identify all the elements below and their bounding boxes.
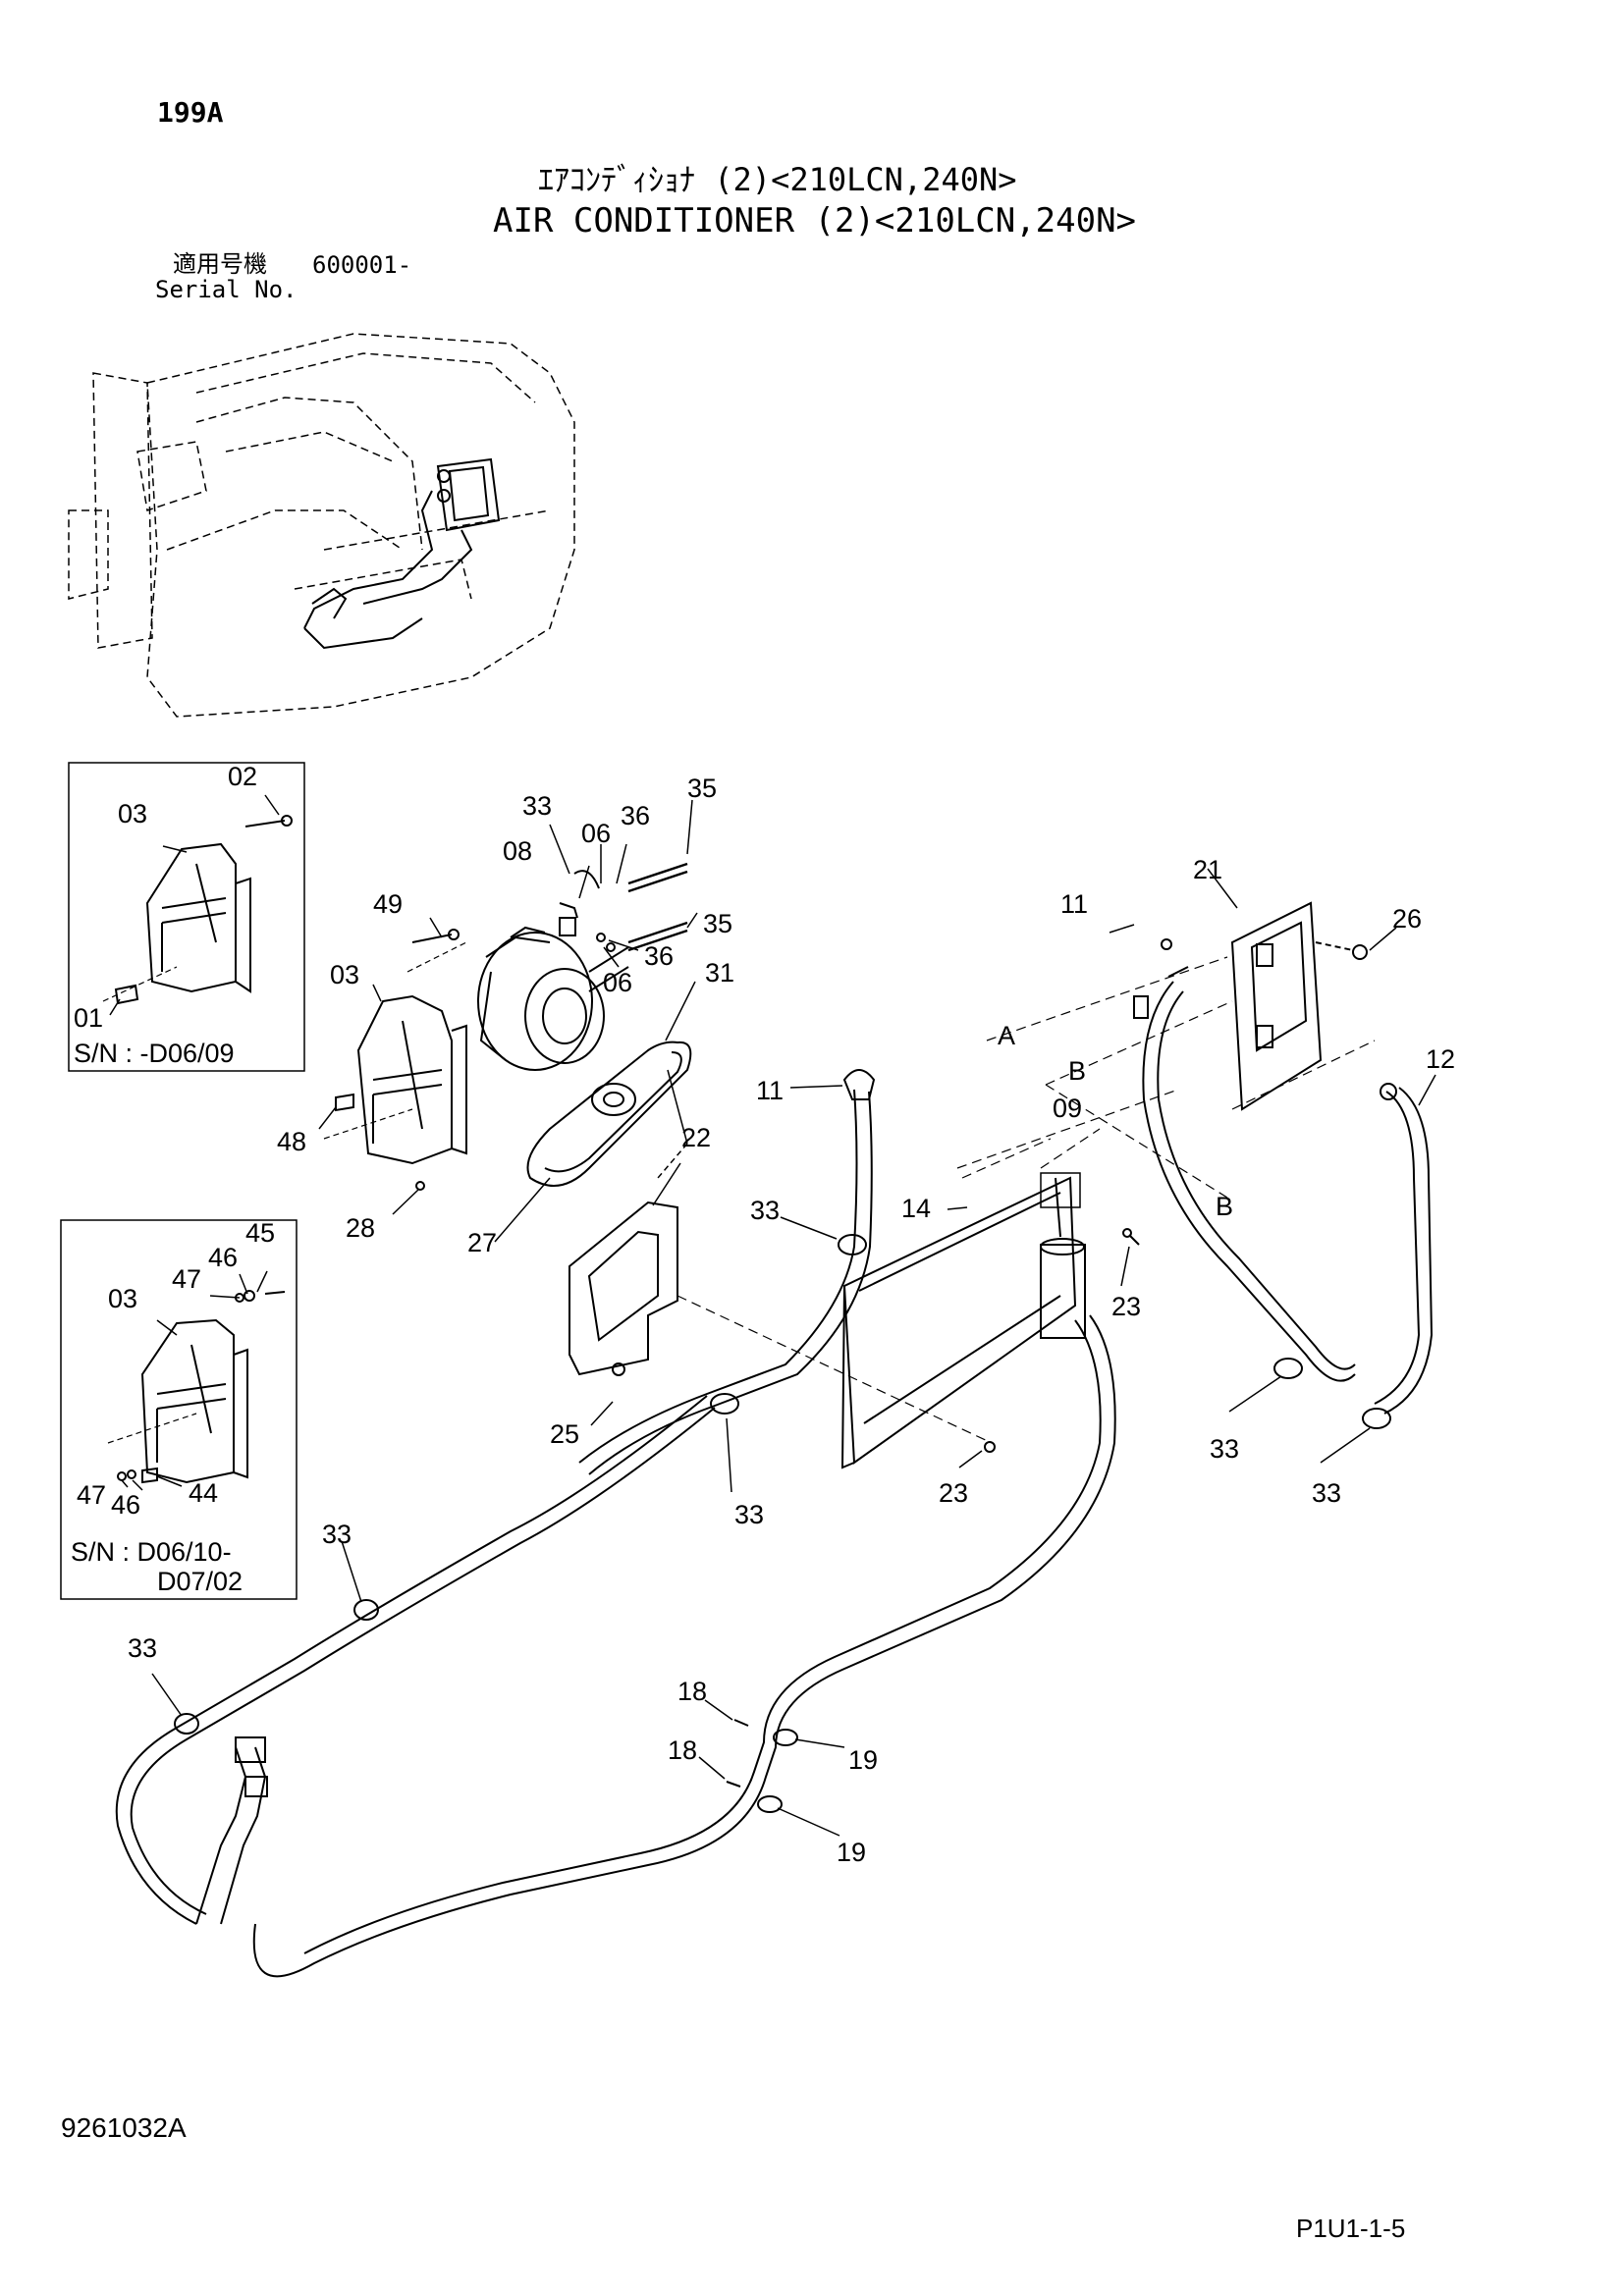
callout-25: 25 — [550, 1419, 579, 1449]
callout-11: 11 — [756, 1076, 784, 1105]
callout-18: 18 — [677, 1677, 707, 1706]
page-reference: P1U1-1-5 — [1296, 2214, 1406, 2243]
callout-B: B — [1216, 1192, 1233, 1221]
callout-49: 49 — [373, 889, 403, 919]
mounting-plate — [568, 1201, 993, 1444]
callout-11: 11 — [1060, 889, 1088, 919]
leader-lines — [109, 794, 1436, 1837]
inset2-serial-note-line2: D07/02 — [157, 1567, 243, 1596]
callout-12: 12 — [1426, 1044, 1455, 1074]
callout-48: 48 — [277, 1127, 306, 1156]
callout-03-inset2: 03 — [108, 1284, 137, 1313]
callout-22: 22 — [681, 1123, 711, 1152]
callout-36: 36 — [621, 801, 650, 830]
callout-18: 18 — [668, 1735, 697, 1765]
callout-33: 33 — [1312, 1478, 1341, 1508]
callout-28: 28 — [346, 1213, 375, 1243]
refrigerant-hoses — [115, 938, 1434, 1978]
callout-47: 47 — [77, 1480, 106, 1510]
title-japanese: ｴｱｺﾝﾃﾞｨｼｮﾅ (2)<210LCN,240N> — [538, 161, 1017, 198]
title-english: AIR CONDITIONER (2)<210LCN,240N> — [493, 201, 1137, 240]
evaporator-bracket — [1230, 901, 1368, 1111]
callout-14: 14 — [901, 1194, 931, 1223]
reference-lines — [956, 956, 1376, 1199]
callout-02: 02 — [228, 762, 257, 791]
inset1-serial-note: S/N : -D06/09 — [74, 1039, 235, 1068]
callout-labels: 02 03 01 S/N : -D06/09 03 45 46 47 47 46… — [71, 762, 1455, 1867]
callout-31: 31 — [705, 958, 734, 988]
hose-clamps — [174, 1234, 1391, 1813]
callout-26: 26 — [1392, 904, 1422, 934]
callout-03-inset1: 03 — [118, 799, 147, 828]
callout-B: B — [1068, 1056, 1086, 1086]
callout-23: 23 — [1111, 1292, 1141, 1321]
callout-09: 09 — [1053, 1094, 1082, 1123]
page-code: 199A — [157, 96, 224, 129]
callout-19: 19 — [848, 1745, 878, 1775]
callout-06: 06 — [603, 968, 632, 997]
inset-bracket-late — [60, 1219, 298, 1600]
callout-27: 27 — [467, 1228, 497, 1257]
drawing-number: 9261032A — [61, 2112, 187, 2143]
machine-overview — [68, 333, 575, 718]
callout-03: 03 — [330, 960, 359, 989]
callout-33: 33 — [522, 791, 552, 821]
callout-35: 35 — [703, 909, 732, 938]
inset-bracket-early — [68, 762, 305, 1072]
callout-19: 19 — [837, 1838, 866, 1867]
callout-23: 23 — [939, 1478, 968, 1508]
callout-01: 01 — [74, 1003, 103, 1033]
callout-45: 45 — [245, 1218, 275, 1248]
serial-labels: 適用号機 Serial No. — [155, 251, 298, 302]
callout-33: 33 — [322, 1520, 352, 1549]
callout-A: A — [998, 1021, 1015, 1050]
callout-44: 44 — [189, 1478, 218, 1508]
callout-33: 33 — [734, 1500, 764, 1529]
callout-33: 33 — [750, 1196, 780, 1225]
callout-36: 36 — [644, 941, 674, 971]
callout-46: 46 — [208, 1243, 238, 1272]
callout-33: 33 — [1210, 1434, 1239, 1464]
callout-33: 33 — [128, 1633, 157, 1663]
callout-08: 08 — [503, 836, 532, 866]
callout-21: 21 — [1193, 855, 1222, 884]
serial-value: 600001- — [312, 251, 412, 279]
serial-label-en: Serial No. — [155, 276, 298, 303]
callout-06: 06 — [581, 819, 611, 848]
inset2-serial-note: S/N : D06/10- — [71, 1537, 232, 1567]
serial-label-jp: 適用号機 — [173, 250, 267, 278]
compressor-group — [323, 862, 692, 1191]
callout-35: 35 — [687, 774, 717, 803]
callout-46: 46 — [111, 1490, 140, 1520]
callout-47: 47 — [172, 1264, 201, 1294]
condenser — [840, 1172, 1140, 1469]
